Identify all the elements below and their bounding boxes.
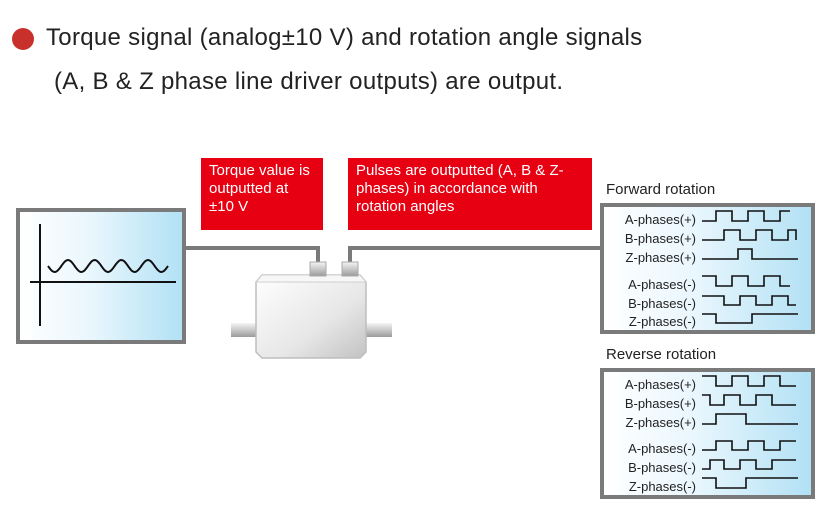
forward-signal-label: Z-phases(-) xyxy=(628,314,696,329)
forward-rotation-panel xyxy=(600,203,815,334)
right-shaft xyxy=(362,323,392,337)
oscilloscope-display xyxy=(16,208,186,344)
pulse-connector xyxy=(341,261,359,277)
reverse-rotation-title: Reverse rotation xyxy=(606,346,717,363)
reverse-signal-label: A-phases(+) xyxy=(624,377,696,392)
rev-b-minus-wave xyxy=(702,459,796,470)
rev-b-plus-wave xyxy=(702,394,796,406)
forward-signal-label: A-phases(+) xyxy=(624,212,696,227)
heading-line-2: (A, B & Z phase line driver outputs) are… xyxy=(54,68,564,95)
torque-connector xyxy=(309,261,327,277)
left-shaft xyxy=(231,323,261,337)
fwd-a-plus-wave xyxy=(702,210,790,222)
fwd-z-minus-wave xyxy=(702,313,798,324)
forward-signal-label: Z-phases(+) xyxy=(625,250,696,265)
rev-z-plus-wave xyxy=(702,413,798,425)
reverse-signal-label: A-phases(-) xyxy=(628,441,696,456)
forward-signal-label: B-phases(+) xyxy=(624,231,696,246)
fwd-b-minus-wave xyxy=(702,295,796,306)
reverse-rotation-panel xyxy=(600,368,815,499)
rev-a-minus-wave xyxy=(702,440,796,451)
bullet-icon xyxy=(12,28,34,50)
rev-a-plus-wave xyxy=(702,375,796,387)
reverse-signal-label: Z-phases(+) xyxy=(625,415,696,430)
fwd-b-plus-wave xyxy=(702,229,797,241)
forward-rotation-title: Forward rotation xyxy=(606,181,716,198)
fwd-a-minus-wave xyxy=(702,275,790,287)
reverse-signal-label: B-phases(+) xyxy=(624,396,696,411)
sine-wave xyxy=(47,258,169,274)
fwd-z-plus-wave xyxy=(702,248,798,260)
heading-line-1: Torque signal (analog±10 V) and rotation… xyxy=(46,24,643,51)
forward-signal-label: A-phases(-) xyxy=(628,277,696,292)
torque-callout: Torque value is outputted at ±10 V xyxy=(201,158,323,230)
reverse-signal-label: Z-phases(-) xyxy=(628,479,696,494)
rev-z-minus-wave xyxy=(702,477,798,489)
reverse-signal-label: B-phases(-) xyxy=(628,460,696,475)
forward-signal-label: B-phases(-) xyxy=(628,296,696,311)
pulse-callout: Pulses are outputted (A, B & Z-phases) i… xyxy=(348,158,592,230)
